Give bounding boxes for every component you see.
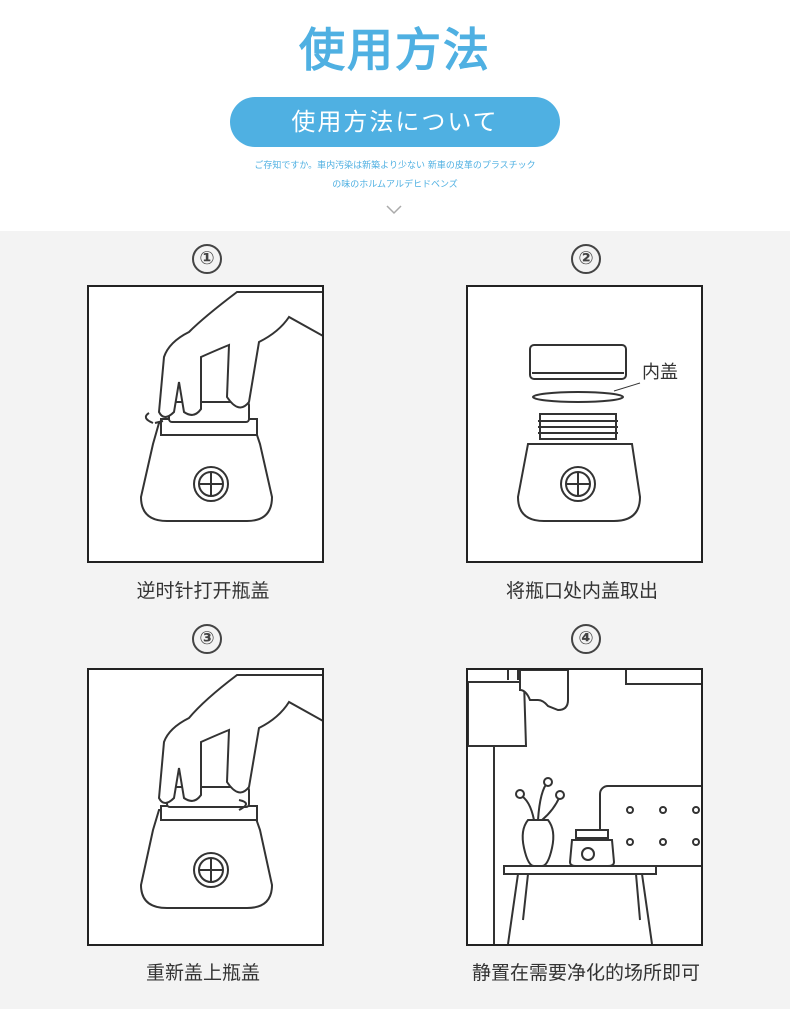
step-3-caption: 重新盖上瓶盖 xyxy=(145,962,260,984)
step-1-number: ① xyxy=(192,244,222,274)
page-title: 使用方法 xyxy=(299,23,491,77)
header-section: 使用方法 使用方法について ご存知ですか。車内汚染は新築より少ない 新車の皮革の… xyxy=(0,0,790,231)
usage-pill-button[interactable]: 使用方法について xyxy=(230,97,560,147)
step-2-caption: 将瓶口处内盖取出 xyxy=(505,580,658,602)
step-1-caption: 逆时针打开瓶盖 xyxy=(136,580,270,602)
chevron-down-icon[interactable] xyxy=(386,205,402,215)
subtitle-line-1: ご存知ですか。車内汚染は新築より少ない 新車の皮革のプラスチック xyxy=(254,161,536,171)
step-3-number: ③ xyxy=(192,624,222,654)
step-3-illustration xyxy=(87,668,324,946)
step-4-illustration xyxy=(466,668,703,946)
subtitle-line-2: の味のホルムアルデヒドベンズ xyxy=(332,180,458,190)
step-2-illustration: 内盖 xyxy=(466,285,703,563)
step-1-illustration xyxy=(87,285,324,563)
step-4-number: ④ xyxy=(571,624,601,654)
step-2-number: ② xyxy=(571,244,601,274)
step-4-caption: 静置在需要净化的场所即可 xyxy=(471,962,700,984)
inner-lid-callout: 内盖 xyxy=(642,362,678,383)
